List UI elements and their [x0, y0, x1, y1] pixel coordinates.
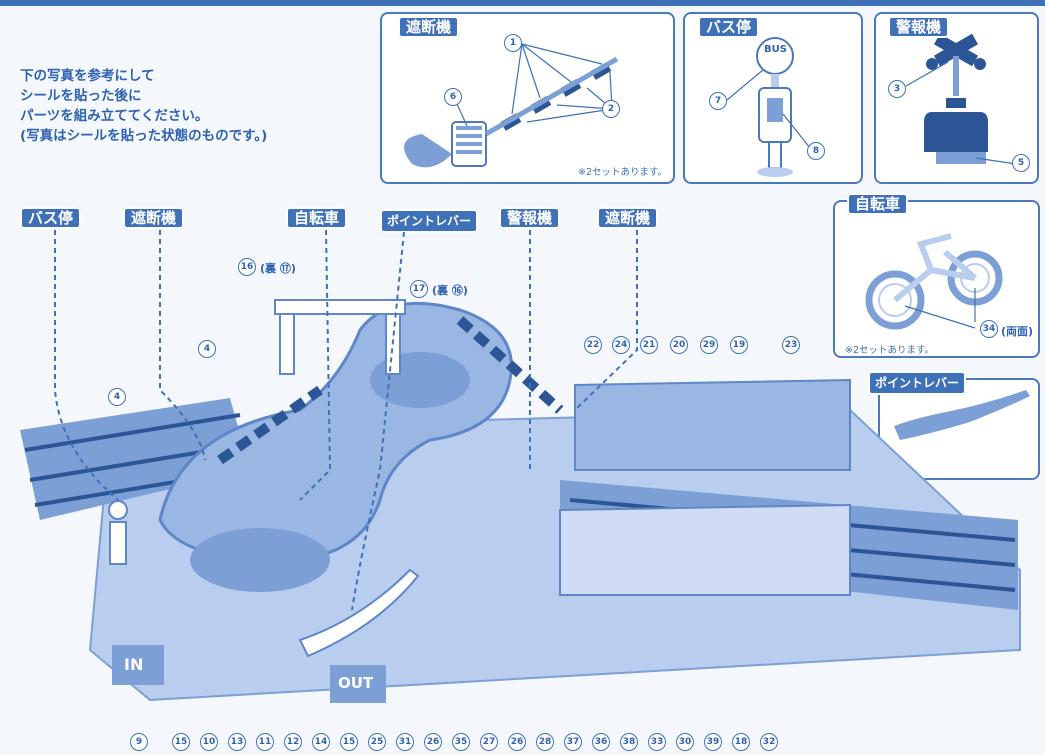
bottom-part-9: 9 [130, 733, 148, 751]
bottom-part-36: 36 [592, 733, 610, 751]
alarm-callout-title: 警報機 [888, 16, 950, 38]
bottom-part-30: 30 [676, 733, 694, 751]
part-number-3: 3 [888, 80, 906, 98]
bicycle-illustration [865, 233, 1003, 330]
diagram-part-20: 20 [670, 336, 688, 354]
alarm-illustration [905, 33, 1017, 165]
bottom-part-35: 35 [452, 733, 470, 751]
bottom-part-33: 33 [648, 733, 666, 751]
part-number-1: 1 [504, 34, 522, 52]
bicycle-callout-title: 自転車 [847, 193, 909, 215]
bus-sign-text: BUS [764, 44, 787, 55]
instruction-line-2: シールを貼った後に [20, 88, 142, 104]
label-bicycle: 自転車 [286, 207, 348, 229]
label-point-lever: ポイントレバー [380, 209, 479, 233]
bicycle-two-sets-note: ※2セットあります。 [845, 345, 935, 356]
bottom-part-26-a: 26 [424, 733, 442, 751]
bottom-part-12: 12 [284, 733, 302, 751]
instruction-line-3: パーツを組み立ててください。 [20, 108, 209, 124]
bottom-part-37: 37 [564, 733, 582, 751]
back-of-17-note: (裏 ⑰) [260, 262, 296, 275]
diagram-part-17: 17 [410, 280, 428, 298]
crossing-gate-callout: 1 2 6 ※2セットあります。 [380, 12, 675, 184]
diagram-part-4-lower: 4 [108, 388, 126, 406]
label-crossing-gate-right: 遮断機 [597, 207, 659, 229]
bicycle-callout: 34 (両面) ※2セットあります。 [833, 200, 1040, 358]
bottom-part-28: 28 [536, 733, 554, 751]
assembly-instructions: 下の写真を参考にして シールを貼った後に パーツを組み立ててください。 (写真は… [20, 66, 380, 146]
diagram-part-23: 23 [782, 336, 800, 354]
bottom-part-31: 31 [396, 733, 414, 751]
part-number-34: 34 [980, 320, 998, 338]
bottom-part-15-a: 15 [172, 733, 190, 751]
bus-stop-illustration [726, 37, 811, 177]
bottom-part-39: 39 [704, 733, 722, 751]
diagram-part-22: 22 [584, 336, 602, 354]
diagram-part-19: 19 [730, 336, 748, 354]
bottom-part-27: 27 [480, 733, 498, 751]
top-color-bar [0, 0, 1045, 6]
part-number-5: 5 [1012, 154, 1030, 172]
crossing-gate-illustration [404, 43, 619, 168]
bottom-part-15-b: 15 [340, 733, 358, 751]
alarm-callout: 3 5 [874, 12, 1039, 184]
bottom-part-25: 25 [368, 733, 386, 751]
point-lever-illustration [894, 390, 1030, 440]
bottom-part-11: 11 [256, 733, 274, 751]
part-number-8: 8 [807, 142, 825, 160]
bottom-part-14: 14 [312, 733, 330, 751]
instruction-line-4: (写真はシールを貼った状態のものです。) [20, 128, 268, 144]
both-sides-label: (両面) [1001, 325, 1034, 338]
diagram-part-16: 16 [238, 258, 256, 276]
part-number-6: 6 [444, 88, 462, 106]
bottom-part-26-b: 26 [508, 733, 526, 751]
bus-stop-callout: BUS 7 8 [683, 12, 863, 184]
diagram-part-4-upper: 4 [198, 340, 216, 358]
bottom-part-13: 13 [228, 733, 246, 751]
crossing-gate-callout-title: 遮断機 [398, 16, 460, 38]
part-number-2: 2 [602, 100, 620, 118]
instruction-line-1: 下の写真を参考にして [20, 68, 155, 84]
diagram-part-21: 21 [640, 336, 658, 354]
out-sign-text: OUT [338, 674, 374, 692]
bottom-part-18: 18 [732, 733, 750, 751]
part-number-7: 7 [709, 92, 727, 110]
diagram-part-29: 29 [700, 336, 718, 354]
point-lever-callout-title: ポイントレバー [868, 371, 967, 395]
bus-stop-callout-title: バス停 [698, 16, 760, 38]
diagram-part-24: 24 [612, 336, 630, 354]
bottom-part-10: 10 [200, 733, 218, 751]
label-alarm: 警報機 [499, 207, 561, 229]
label-crossing-gate-left: 遮断機 [123, 207, 185, 229]
label-bus-stop: バス停 [20, 207, 82, 229]
in-sign-text: IN [124, 655, 144, 674]
bottom-part-32: 32 [760, 733, 778, 751]
back-of-16-note: (裏 ⑯) [432, 284, 468, 297]
two-sets-note: ※2セットあります。 [578, 167, 668, 178]
bottom-part-38: 38 [620, 733, 638, 751]
